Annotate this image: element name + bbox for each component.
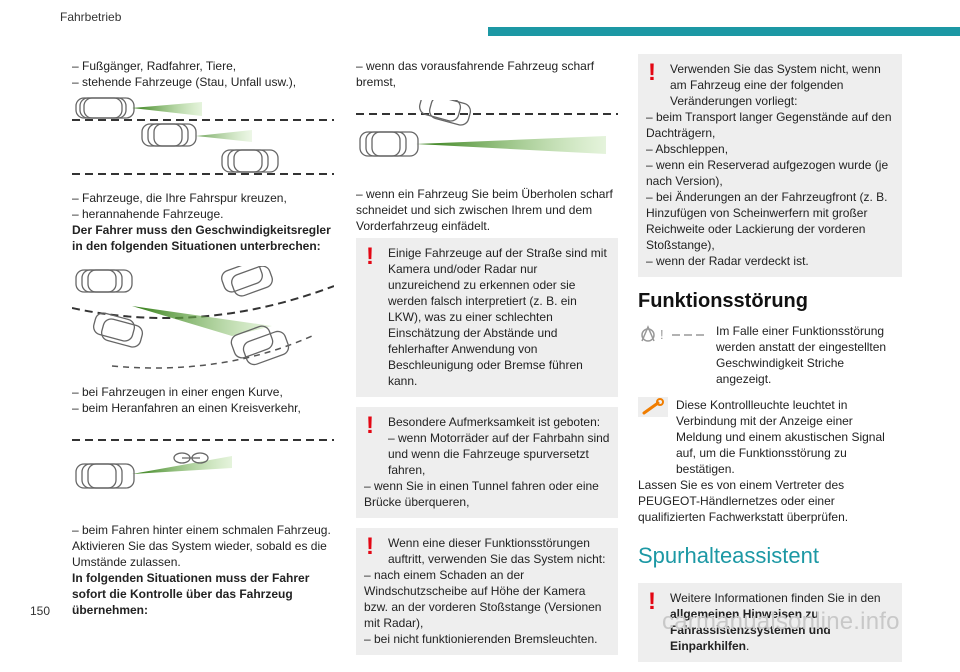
warning-note: ! Verwenden Sie das System nicht, wenn a… [638,54,902,277]
warning-icon: ! [648,59,656,86]
watermark: carmanualsonline.info [662,608,900,635]
note-item: – wenn ein Reserverad aufgezogen wurde (… [646,158,889,188]
warning-icon: ! [366,533,374,560]
warning-note: ! Einige Fahrzeuge auf der Straße sind m… [356,238,618,397]
section-title: Fahrbetrieb [60,10,122,24]
list-item: – beim Fahren hinter einem schmalen Fahr… [72,523,331,537]
dealer-text: Lassen Sie es von einem Vertreter des PE… [638,478,849,524]
note-heading: Verwenden Sie das System nicht, wenn am … [670,62,881,108]
note-item: – bei Änderungen an der Fahrzeugfront (z… [646,190,888,252]
note-item: – wenn Sie in einen Tunnel fahren oder e… [364,479,599,509]
warning-icon: ! [366,243,374,270]
malfunction-row: ! Im Falle einer Funktionsstörung werden… [638,323,902,387]
list-item: – wenn ein Fahrzeug Sie beim Überholen s… [356,187,613,233]
list-item: – herannahende Fahrzeuge. [72,207,224,221]
column-2: – wenn das vorausfahrende Fahrzeug schar… [356,58,618,665]
note-item: – wenn Motorräder auf der Fahrbahn sind … [388,431,610,477]
warning-icon: ! [366,412,374,439]
list-item: – Fahrzeuge, die Ihre Fahrspur kreuzen, [72,191,287,205]
note-item: – bei nicht funktionierenden Bremsleucht… [364,632,598,646]
column-3: ! Verwenden Sie das System nicht, wenn a… [638,54,902,672]
list-item: – stehende Fahrzeuge (Stau, Unfall usw.)… [72,75,297,89]
list-item: – bei Fahrzeugen in einer engen Kurve, [72,385,283,399]
section-heading: Spurhalteassistent [638,543,819,568]
illustration-narrow-vehicle [72,434,334,514]
note-heading: Wenn eine dieser Funktionsstörungen auft… [388,536,606,566]
list-item: – wenn das vorausfahrende Fahrzeug schar… [356,59,595,89]
warning-light-text: Diese Kontrollleuchte leuchtet in Verbin… [676,398,885,476]
illustration-braking [356,100,618,178]
note-heading: Besondere Aufmerksamkeit ist geboten: [388,415,601,429]
note-item: – Abschleppen, [646,142,729,156]
warning-light-row: Diese Kontrollleuchte leuchtet in Verbin… [638,397,902,525]
column-1: – Fußgänger, Radfahrer, Tiere, – stehend… [72,58,334,618]
illustration-curve [72,266,334,376]
list-item: – Fußgänger, Radfahrer, Tiere, [72,59,237,73]
header-accent-bar [488,27,960,36]
section-heading: Funktionsstörung [638,290,808,312]
page-number: 150 [30,604,51,618]
svg-text:!: ! [660,327,664,342]
warning-icon: ! [648,588,656,615]
note-item: – wenn der Radar verdeckt ist. [646,254,809,268]
list-item: – beim Heranfahren an einen Kreisverkehr… [72,401,301,415]
warning-note: ! Wenn eine dieser Funktionsstörungen au… [356,528,618,655]
warning-note: ! Besondere Aufmerksamkeit ist geboten: … [356,407,618,518]
bold-instruction: In folgenden Situationen muss der Fahrer… [72,571,310,617]
bold-instruction: Der Fahrer muss den Geschwindigkeitsregl… [72,223,331,253]
note-item: – beim Transport langer Gegenstände auf … [646,110,892,140]
note-text: Einige Fahrzeuge auf der Straße sind mit… [388,246,607,388]
wrench-icon [638,397,668,417]
note-item: – nach einem Schaden an der Windschutzsc… [364,568,602,630]
malfunction-text: Im Falle einer Funktionsstörung werden a… [716,324,887,386]
cruise-control-fault-icon: ! [638,323,708,349]
illustration-stopped-vehicles [72,96,334,182]
body-text: Aktivieren Sie das System wieder, sobald… [72,539,327,569]
